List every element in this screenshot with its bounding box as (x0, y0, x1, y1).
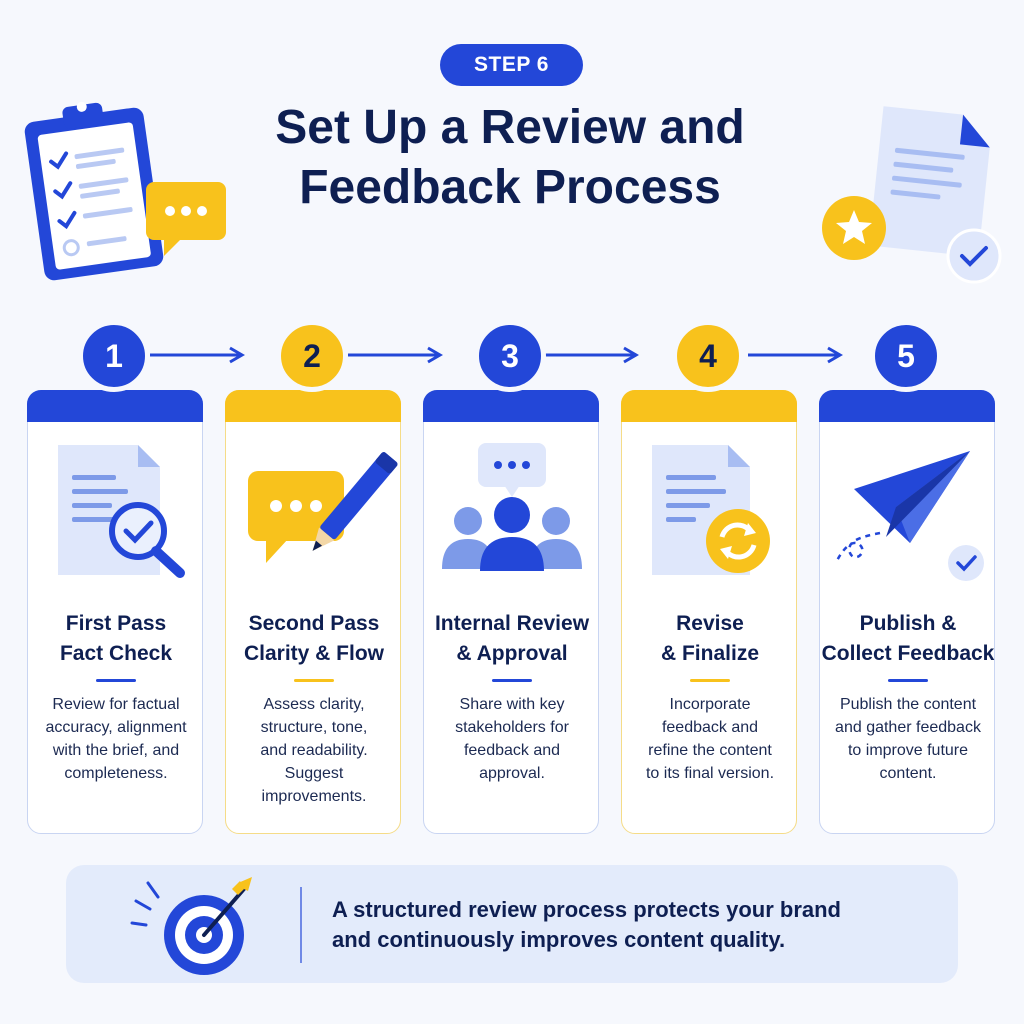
step-number-4: 4 (672, 320, 744, 392)
divider (96, 679, 136, 682)
step-number-3: 3 (474, 320, 546, 392)
step-number-1: 1 (78, 320, 150, 392)
chat-pencil-icon (248, 452, 398, 563)
arrow-icon (544, 346, 639, 364)
team-chat-icon (442, 443, 582, 571)
step-description: Share with key stakeholders for feedback… (455, 696, 569, 782)
page-title: Set Up a Review and Feedback Process (190, 98, 830, 218)
step-title: Revise & Finalize (660, 612, 760, 665)
arrow-icon (150, 346, 245, 364)
magnifier-document-icon (58, 445, 185, 578)
arrow-icon (748, 346, 843, 364)
divider (492, 679, 532, 682)
document-star-check-icon (822, 106, 1002, 284)
title-line-2: Feedback Process (299, 161, 721, 214)
card-header (818, 389, 995, 422)
summary-banner: A structured review process protects you… (66, 865, 958, 983)
step-description: Review for factual accuracy, alignment w… (45, 696, 187, 782)
divider (294, 679, 334, 682)
step-description: Assess clarity, structure, tone, and rea… (260, 696, 368, 805)
step-title: First Pass Fact Check (59, 612, 173, 665)
card-header (422, 389, 599, 422)
step-description: Publish the content and gather feedback … (835, 696, 981, 782)
step-card-1: First Pass Fact Check Review for factual… (26, 389, 203, 834)
step-title: Second Pass Clarity & Flow (243, 612, 385, 665)
target-arrow-icon (130, 877, 252, 975)
title-line-1: Set Up a Review and (275, 101, 745, 154)
step-title: Internal Review & Approval (434, 612, 590, 665)
card-header (224, 389, 401, 422)
paper-plane-icon (834, 451, 984, 581)
arrow-icon (348, 346, 443, 364)
step-card-4: Revise & Finalize Incorporate feedback a… (620, 389, 797, 834)
card-header (620, 389, 797, 422)
step-card-5: Publish & Collect Feedback Publish the c… (818, 389, 995, 834)
document-refresh-icon (652, 445, 770, 575)
divider (690, 679, 730, 682)
step-card-3: Internal Review & Approval Share with ke… (422, 389, 599, 834)
divider (888, 679, 928, 682)
step-card-2: Second Pass Clarity & Flow Assess clarit… (224, 389, 401, 834)
clipboard-checklist-icon (24, 101, 226, 281)
step-title: Publish & Collect Feedback (821, 612, 995, 665)
step-number-2: 2 (276, 320, 348, 392)
banner-text: A structured review process protects you… (332, 897, 841, 952)
step-number-5: 5 (870, 320, 942, 392)
step-description: Incorporate feedback and refine the cont… (645, 696, 775, 782)
card-header (26, 389, 203, 422)
step-badge: STEP 6 (440, 44, 583, 86)
banner-divider (300, 887, 302, 963)
